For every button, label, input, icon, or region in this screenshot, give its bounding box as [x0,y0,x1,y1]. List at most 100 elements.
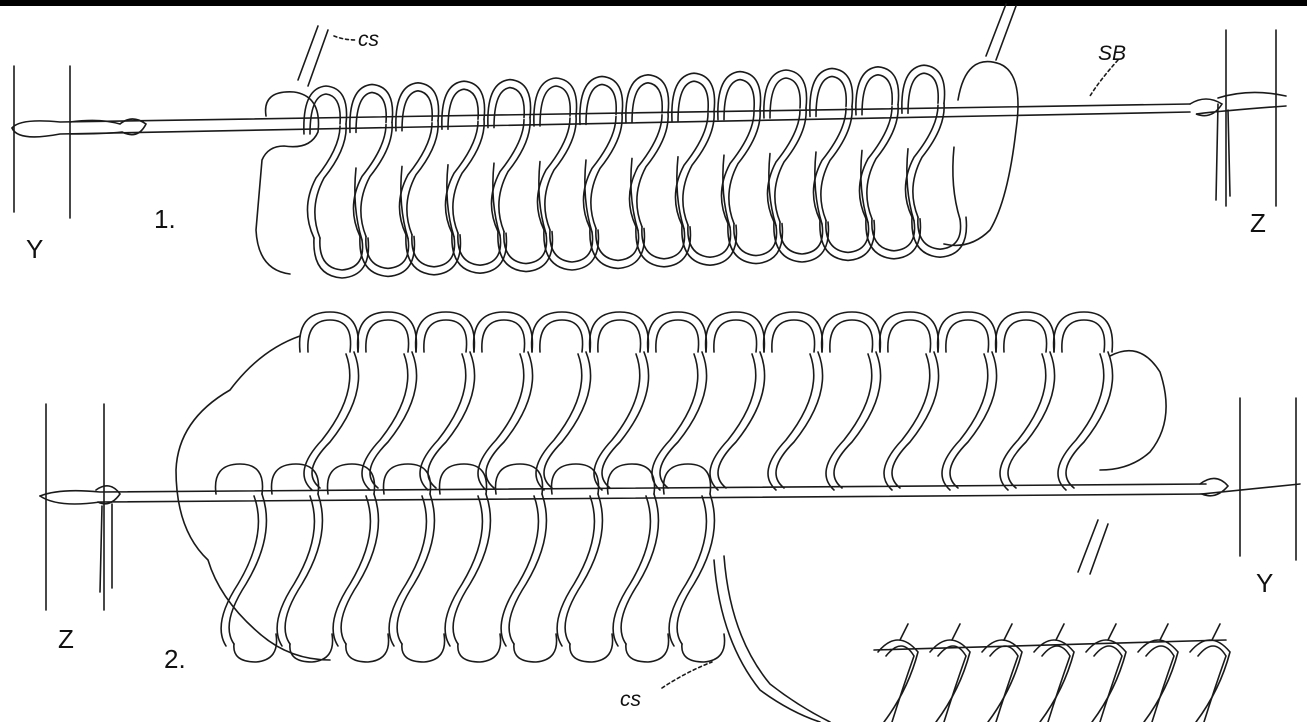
hitch-lower-loop [872,219,915,251]
hitch-diagonal-inner [767,110,800,222]
hitch-lower-loop [780,222,823,254]
lower-diagonal [565,494,602,644]
hitch-upper-loop-inner [540,86,570,126]
lower-diagonal [621,494,658,644]
inset-top-tail [1056,624,1064,640]
panel-2-upper-hitches [300,312,1113,490]
hitch-upper-loop-inner [448,89,478,129]
upper-end-loop [1100,351,1166,470]
hitch-lower-loop [918,217,961,249]
inset-top-tail [1160,624,1168,640]
lower-hitch-top [608,464,655,494]
upper-crown-inner [1004,320,1047,352]
hitch-diagonal-inner [629,115,662,227]
upper-diagonal-inner [594,354,640,490]
lower-bottom-loop [458,634,501,662]
upper-diagonal-inner [826,354,872,490]
support-bar-bottom [12,112,1190,137]
cord-label-1: cs [358,28,380,51]
hitch-upper-loop-inner [632,83,662,123]
support-bar-2-bottom [40,494,1206,504]
hitch-upper-loop-inner [908,73,938,113]
lower-diagonal [285,494,322,644]
lower-bottom-loop [234,634,277,662]
hitch-diagonal [775,108,806,222]
inset-mesh [874,624,1230,722]
upper-crown-inner [308,320,351,352]
left-tie-tail-2 [100,504,112,592]
inset-strand-inner [990,646,1018,722]
hitch-diagonal-inner [905,105,938,217]
upper-crown-inner [1062,320,1105,352]
inset-top-tail [1004,624,1012,640]
hitch-lower-loop [642,227,685,259]
upper-diagonal-inner [304,354,350,490]
hitch-upper-loop-inner [770,78,800,118]
lower-diagonal [341,494,378,644]
hitch-diagonal-inner [721,112,754,224]
upper-diagonal-inner [942,354,988,490]
lower-diagonal [453,494,490,644]
hitch-diagonal [867,105,898,219]
lower-bottom-loop [346,634,389,662]
inset-top-tail [1108,624,1116,640]
hitch-diagonal-inner [399,123,432,235]
hitch-upper-loop-inner [494,88,524,128]
upper-diagonal-inner [1000,354,1046,490]
panel-1-number: 1. [154,204,176,234]
upper-crown-inner [540,320,583,352]
hitch-diagonal [361,122,392,236]
upper-crown-inner [424,320,467,352]
trailing-cord-right [1078,520,1108,574]
lower-diagonal [677,494,714,644]
upper-diagonal-inner [768,354,814,490]
inset-top-tail [1212,624,1220,640]
hitch-rise [953,147,960,219]
lower-diagonal [229,494,266,644]
panel-2-drawing [40,336,1300,722]
hitch-diagonal [821,106,852,220]
hitch-diagonal [499,118,530,232]
upper-crown-inner [888,320,931,352]
lower-diagonal [509,494,546,644]
right-tie-tail [1216,104,1230,200]
hitch-diagonal-inner [675,113,708,225]
lower-hitch-top [216,464,263,494]
upper-crown-inner [482,320,525,352]
hitch-diagonal-inner [859,107,892,219]
cord-cs-lower [714,556,830,722]
hitch-lower-loop [688,225,731,257]
hitch-lower-loop [504,232,547,264]
inset-strand-inner [1042,646,1070,722]
hitch-diagonal-inner [307,126,340,238]
hitch-diagonal [729,110,760,224]
upper-crown-inner [772,320,815,352]
upper-crown-inner [366,320,409,352]
cord-cs-upper [298,26,328,86]
lower-hitch-top [552,464,599,494]
hitch-diagonal-inner [583,116,616,228]
cord-label-2: cs [620,688,642,711]
right-tie-knot [1190,99,1286,116]
hitch-diagonal-inner [813,108,846,220]
lower-diagonal [397,494,434,644]
post-label-z-2: Z [58,624,74,654]
upper-crown-inner [598,320,641,352]
lower-bottom-loop [682,634,725,662]
hitch-lower-loop [596,228,639,260]
post-label-y-1: Y [26,234,43,264]
hitch-diagonal [453,119,484,233]
upper-diagonal-inner [884,354,930,490]
panel-1-hitches [304,65,967,278]
hitch-upper-loop-inner [678,81,708,121]
hitch-diagonal-inner [445,121,478,233]
support-label: SB [1098,42,1126,65]
inset-strand-inner [1146,646,1174,722]
upper-crown-inner [714,320,757,352]
right-tie-knot-2 [1200,478,1300,495]
hitch-upper-loop-inner [356,92,386,132]
hitch-diagonal [913,103,944,217]
hitch-diagonal-inner [491,120,524,232]
hitch-upper-loop-inner [402,91,432,131]
